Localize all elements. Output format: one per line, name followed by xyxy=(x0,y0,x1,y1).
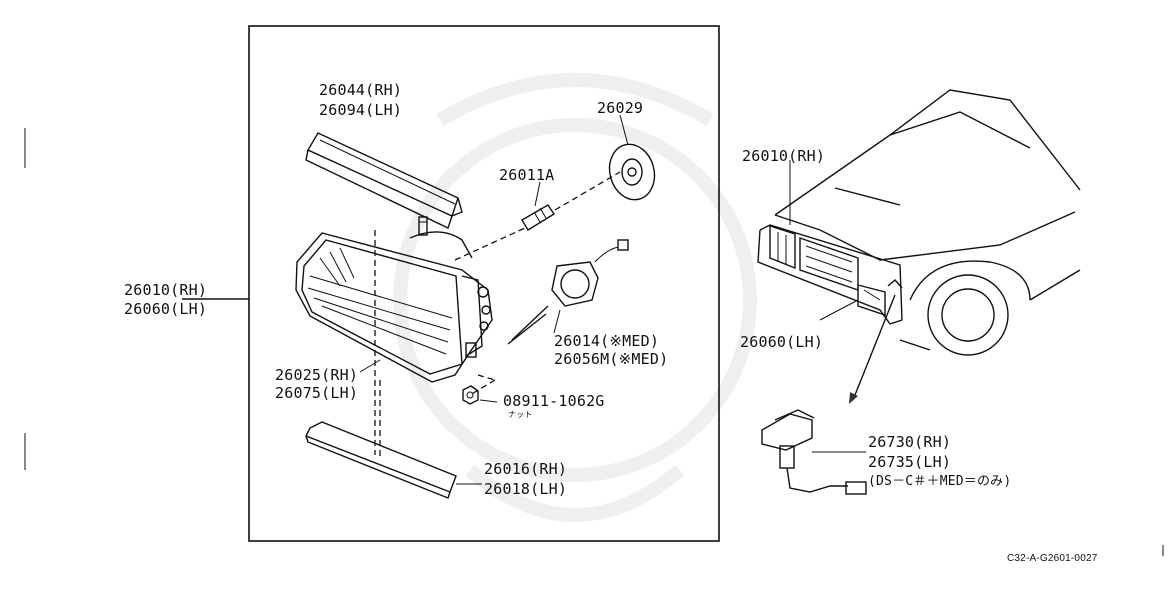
label-nut-part: 08911-1062G xyxy=(503,392,605,410)
label-lower-molding-lh: 26018(LH) xyxy=(484,480,568,498)
label-vehicle-lh: 26060(LH) xyxy=(740,333,824,351)
vehicle-front-view xyxy=(757,89,1081,404)
upper-molding-strip xyxy=(305,132,463,229)
exploded-view-frame xyxy=(248,25,720,542)
label-lamp-body-lh: 26075(LH) xyxy=(275,384,359,402)
guide-nut-b xyxy=(469,379,496,396)
guide-nut-a xyxy=(477,374,496,381)
mounting-bolt xyxy=(418,216,428,236)
label-nut-note: ナット xyxy=(508,410,533,419)
label-motor-line1: 26014(※MED) xyxy=(554,332,660,350)
bulb-cap xyxy=(608,143,656,201)
leader-vehicle-lh xyxy=(819,299,859,321)
guide-bulb xyxy=(454,227,526,261)
nut xyxy=(462,385,498,405)
label-lamp-body-rh: 26025(RH) xyxy=(275,366,359,384)
label-sensor-note: (DS－C＃＋MED＝のみ) xyxy=(868,474,1012,489)
label-sensor-lh: 26735(LH) xyxy=(868,453,952,471)
diagram-reference-code: C32-A-G2601-0027 xyxy=(1007,553,1098,564)
bulb xyxy=(521,204,555,231)
headlamp-assembly xyxy=(295,231,493,383)
leader-motor xyxy=(553,309,561,334)
leveling-motor xyxy=(507,239,629,345)
lower-molding-strip xyxy=(305,421,482,499)
guide-cap xyxy=(554,171,621,211)
leader-lamp-body xyxy=(359,359,381,373)
label-motor-line2: 26056M(※MED) xyxy=(554,350,669,368)
watermark-emblem xyxy=(393,73,757,522)
label-headlamp-rh: 26010(RH) xyxy=(124,281,208,299)
label-lower-molding-rh: 26016(RH) xyxy=(484,460,568,478)
label-sensor-rh: 26730(RH) xyxy=(868,433,952,451)
label-headlamp-lh: 26060(LH) xyxy=(124,300,208,318)
sensor-unit xyxy=(761,409,867,495)
leader-bulb xyxy=(534,181,541,207)
label-upper-molding-rh: 26044(RH) xyxy=(319,81,403,99)
label-bulb: 26011A xyxy=(499,166,555,184)
leader-cap xyxy=(619,114,629,146)
label-bulb-cap: 26029 xyxy=(597,99,644,117)
label-vehicle-rh: 26010(RH) xyxy=(742,147,826,165)
label-upper-molding-lh: 26094(LH) xyxy=(319,101,403,119)
